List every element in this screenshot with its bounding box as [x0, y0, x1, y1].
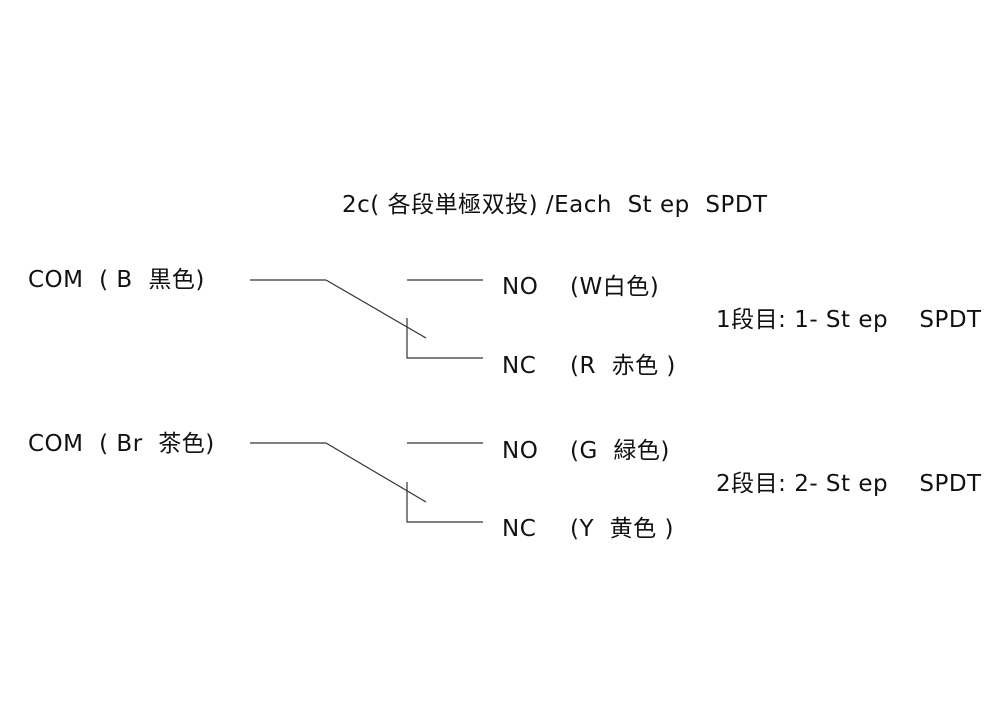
- com-label-step-1: COM ( B 黒色): [28, 267, 205, 293]
- no-wire-color-step-2: (G 緑色): [570, 438, 670, 464]
- switch-arm-step-2: [325, 442, 427, 503]
- switch-2-wiring: [250, 442, 483, 523]
- switch-1-wiring: [250, 279, 483, 359]
- step-label-2: 2段目: 2- St ep SPDT: [716, 471, 982, 497]
- nc-label-step-2: NC: [502, 516, 537, 542]
- no-wire-color-step-1: (W白色): [570, 274, 660, 300]
- nc-wire-color-step-1: (R 赤色 ): [570, 353, 676, 379]
- switch-arm-step-1: [325, 279, 427, 339]
- nc-wire-step-1: [406, 318, 483, 359]
- no-label-step-1: NO: [502, 274, 539, 300]
- diagram-title: 2c( 各段単極双投) /Each St ep SPDT: [342, 192, 768, 218]
- step-label-1: 1段目: 1- St ep SPDT: [716, 307, 982, 333]
- nc-wire-step-2: [406, 482, 483, 523]
- com-label-step-2: COM ( Br 茶色): [28, 431, 215, 457]
- nc-label-step-1: NC: [502, 353, 537, 379]
- nc-wire-color-step-2: (Y 黄色 ): [570, 516, 674, 542]
- no-label-step-2: NO: [502, 438, 539, 464]
